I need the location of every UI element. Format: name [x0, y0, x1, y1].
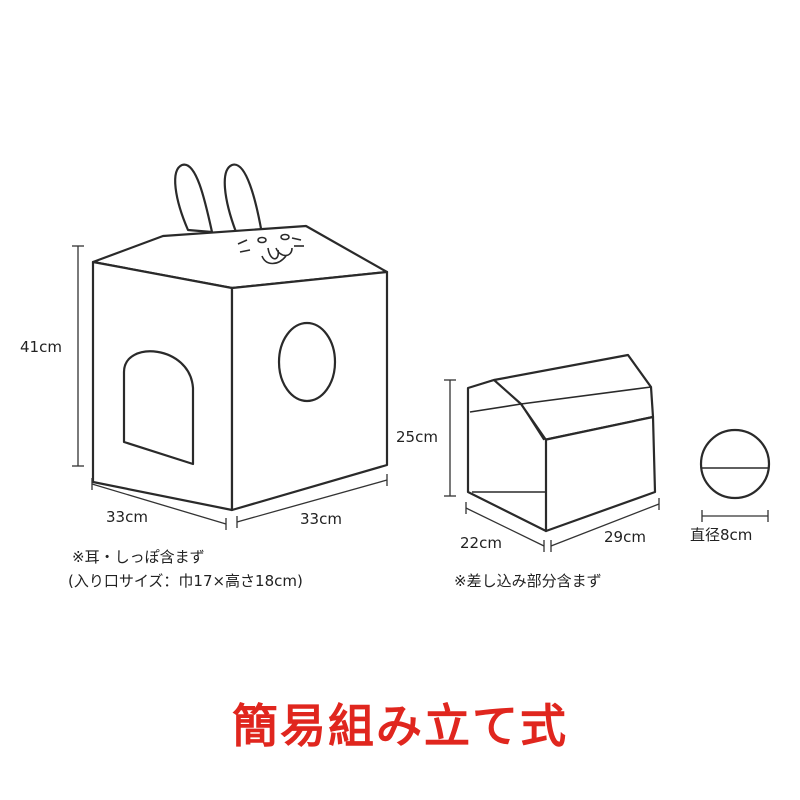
rabbit-ear-left	[174, 163, 214, 234]
rabbit-ear-right	[223, 163, 264, 236]
tunnel-height-label: 25cm	[396, 428, 438, 446]
house-width-right-label: 33cm	[300, 510, 342, 528]
tunnel-width-right-label: 29cm	[604, 528, 646, 546]
rabbit-face	[237, 233, 304, 265]
circle-part-drawing	[699, 428, 771, 500]
house-entrance	[122, 350, 195, 466]
tunnel-drawing	[466, 353, 657, 533]
tunnel-width-left-dimension	[465, 502, 545, 552]
house-width-left-dimension	[91, 478, 227, 530]
tunnel-width-right-dimension	[550, 498, 660, 552]
house-width-right-dimension	[236, 474, 388, 528]
house-note-line1: ※耳・しっぽ含まず	[72, 548, 205, 566]
house-round-window	[277, 321, 337, 403]
circle-diameter-dimension	[701, 510, 769, 522]
rabbit-house-drawing	[91, 163, 389, 512]
tunnel-front-opening	[466, 378, 548, 533]
tunnel-note: ※差し込み部分含まず	[454, 572, 602, 590]
tunnel-height-dimension	[444, 379, 456, 497]
house-width-left-label: 33cm	[106, 508, 148, 526]
house-note-line2: (入り口サイズ：巾17×高さ18cm)	[68, 572, 303, 590]
circle-diameter-label: 直径8cm	[690, 526, 753, 544]
assembly-title: 簡易組み立て式	[232, 699, 568, 753]
tunnel-width-left-label: 22cm	[460, 534, 502, 552]
house-height-label: 41cm	[20, 338, 62, 356]
house-height-dimension	[72, 245, 84, 467]
